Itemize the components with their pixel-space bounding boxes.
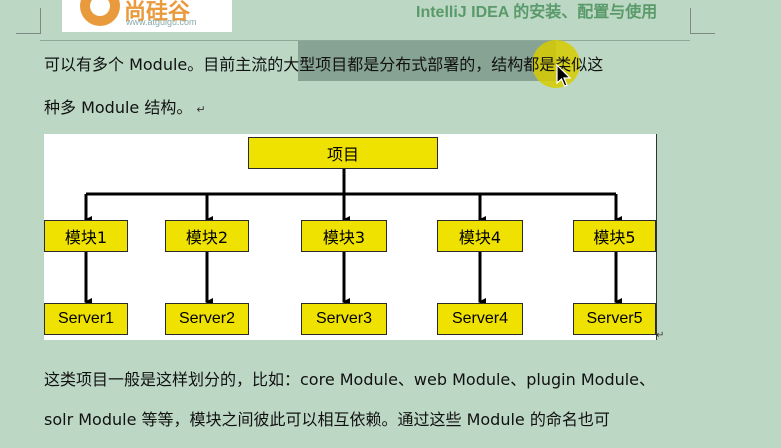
diagram-right-edge xyxy=(656,134,657,340)
crop-mark-right-h xyxy=(690,33,715,34)
node-server-5: Server5 xyxy=(573,303,656,335)
logo-url: www.atguigu.com xyxy=(126,17,197,27)
crop-mark-left-h xyxy=(16,33,41,34)
mouse-pointer-icon xyxy=(556,64,572,87)
paragraph-1-line-1-text: 可以有多个 Module。目前主流的大型项目都是分布式部署的，结构都是类似这 xyxy=(44,55,604,74)
paragraph-mark-icon: ↵ xyxy=(196,103,206,116)
paragraph-2-line-2[interactable]: solr Module 等等，模块之间彼此可以相互依赖。通过这些 Module … xyxy=(44,406,610,430)
node-module-2: 模块2 xyxy=(165,220,249,252)
crop-mark-left xyxy=(40,8,41,34)
node-server-1: Server1 xyxy=(44,303,128,335)
node-project: 项目 xyxy=(248,137,438,169)
logo-name: 尚硅谷 xyxy=(124,0,191,25)
logo-mark-icon xyxy=(80,0,120,26)
node-server-2: Server2 xyxy=(165,303,249,335)
node-module-1: 模块1 xyxy=(44,220,128,252)
cursor-highlight-halo xyxy=(532,40,580,88)
paragraph-2-line-1-text: 这类项目一般是这样划分的，比如：core Module、web Module、p… xyxy=(44,370,656,389)
atguigu-logo: 尚硅谷 www.atguigu.com xyxy=(62,0,232,32)
crop-mark-right xyxy=(690,8,691,34)
node-module-3: 模块3 xyxy=(301,220,387,252)
header-rule xyxy=(40,40,690,41)
paragraph-2-line-2-text: solr Module 等等，模块之间彼此可以相互依赖。通过这些 Module … xyxy=(44,410,610,429)
diagram-paragraph-mark-icon: ↵ xyxy=(656,330,665,341)
paragraph-2-line-1[interactable]: 这类项目一般是这样划分的，比如：core Module、web Module、p… xyxy=(44,366,655,390)
paragraph-1-line-1[interactable]: 可以有多个 Module。目前主流的大型项目都是分布式部署的，结构都是类似这 xyxy=(44,51,603,75)
node-module-4: 模块4 xyxy=(437,220,523,252)
node-server-4: Server4 xyxy=(437,303,523,335)
module-structure-diagram: 项目 模块1 模块2 模块3 模块4 模块5 Server1 Server2 S… xyxy=(44,134,656,340)
text-selection-highlight xyxy=(298,41,556,81)
node-server-3: Server3 xyxy=(301,303,387,335)
document-header-title: IntelliJ IDEA 的安装、配置与使用 xyxy=(416,4,658,21)
paragraph-1-line-2-text: 种多 Module 结构。 xyxy=(44,98,193,117)
node-module-5: 模块5 xyxy=(573,220,656,252)
diagram-connectors xyxy=(84,168,622,306)
paragraph-1-line-2[interactable]: 种多 Module 结构。↵ xyxy=(44,94,206,118)
